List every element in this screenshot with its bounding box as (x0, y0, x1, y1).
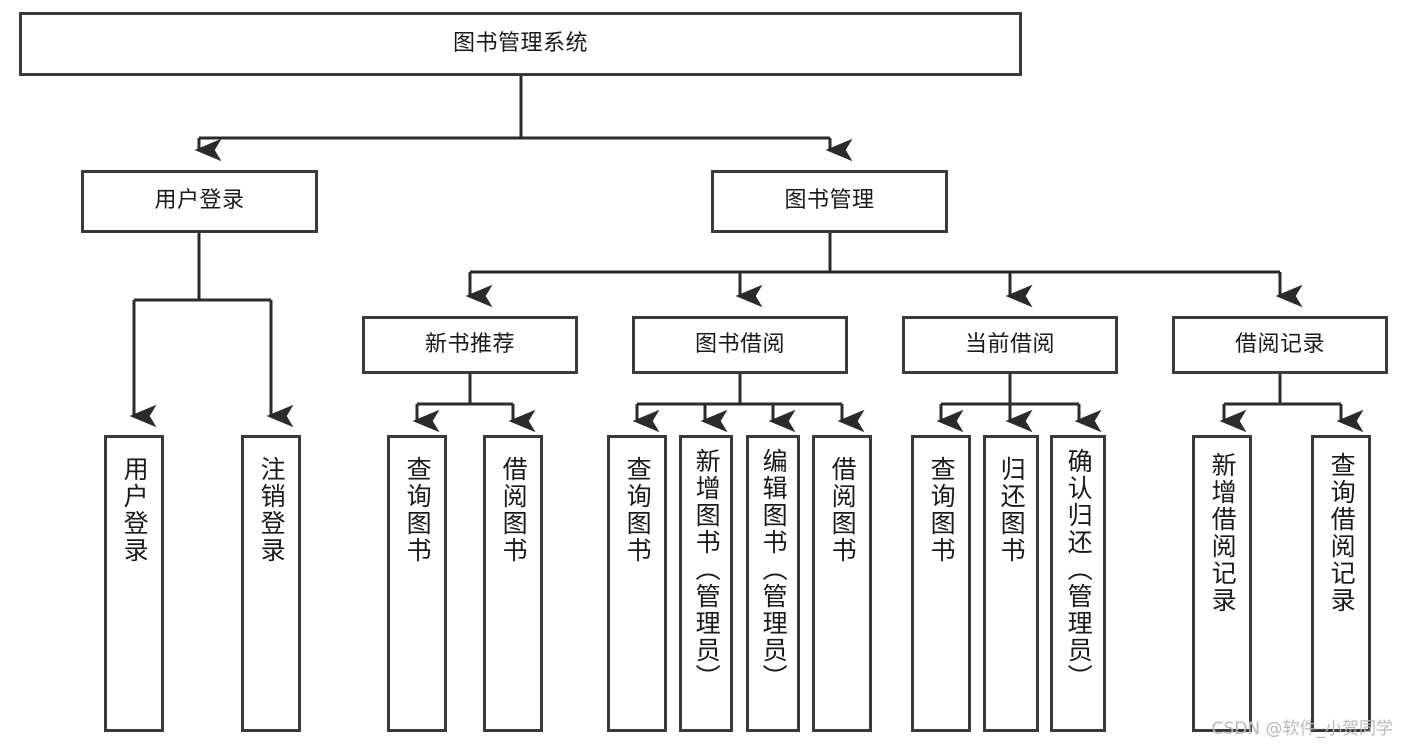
node-label: 图书管理 (784, 188, 875, 214)
node-label: 新增借阅记录 (1208, 452, 1238, 614)
leaf-borrow-borrow-book[interactable]: 借阅图书 (812, 435, 872, 732)
leaf-recommend-borrow-book[interactable]: 借阅图书 (483, 435, 543, 732)
node-book-management[interactable]: 图书管理 (711, 170, 948, 233)
node-label: 查询图书 (623, 456, 653, 564)
node-label: 确认归还（管理员） (1064, 448, 1094, 691)
leaf-record-add-record[interactable]: 新增借阅记录 (1192, 435, 1252, 732)
node-label: 图书借阅 (694, 331, 785, 357)
leaf-borrow-edit-book-admin[interactable]: 编辑图书（管理员） (746, 435, 800, 732)
leaf-borrow-query-book[interactable]: 查询图书 (607, 435, 667, 732)
leaf-current-return-book[interactable]: 归还图书 (983, 435, 1039, 732)
leaf-current-confirm-return-admin[interactable]: 确认归还（管理员） (1050, 435, 1106, 732)
leaf-user-login-logout[interactable]: 注销登录 (241, 435, 301, 732)
node-user-login[interactable]: 用户登录 (81, 170, 318, 233)
node-label: 查询借阅记录 (1327, 452, 1357, 614)
node-label: 编辑图书（管理员） (759, 448, 789, 691)
leaf-current-query-book[interactable]: 查询图书 (911, 435, 971, 732)
node-current-borrow[interactable]: 当前借阅 (902, 316, 1118, 374)
node-label: 借阅记录 (1234, 331, 1325, 357)
node-label: 注销登录 (257, 456, 287, 564)
node-label: 新增图书（管理员） (692, 448, 722, 691)
node-label: 归还图书 (997, 456, 1027, 564)
node-label: 新书推荐 (424, 331, 515, 357)
leaf-recommend-query-book[interactable]: 查询图书 (387, 435, 447, 732)
node-label: 用户登录 (120, 456, 150, 564)
node-label: 查询图书 (927, 456, 957, 564)
node-borrow-record[interactable]: 借阅记录 (1172, 316, 1388, 374)
node-root-system[interactable]: 图书管理系统 (19, 12, 1022, 76)
node-new-book-recommend[interactable]: 新书推荐 (362, 316, 578, 374)
node-label: 图书管理系统 (452, 30, 588, 56)
node-label: 当前借阅 (964, 331, 1055, 357)
node-book-borrow[interactable]: 图书借阅 (632, 316, 848, 374)
watermark-text: CSDN @软件_小贺同学 (1211, 719, 1393, 739)
leaf-record-query-record[interactable]: 查询借阅记录 (1311, 435, 1371, 732)
node-label: 用户登录 (154, 188, 245, 214)
leaf-borrow-add-book-admin[interactable]: 新增图书（管理员） (679, 435, 733, 732)
node-label: 借阅图书 (828, 456, 858, 564)
leaf-user-login-login[interactable]: 用户登录 (104, 435, 164, 732)
node-label: 查询图书 (403, 456, 433, 564)
node-label: 借阅图书 (499, 456, 529, 564)
